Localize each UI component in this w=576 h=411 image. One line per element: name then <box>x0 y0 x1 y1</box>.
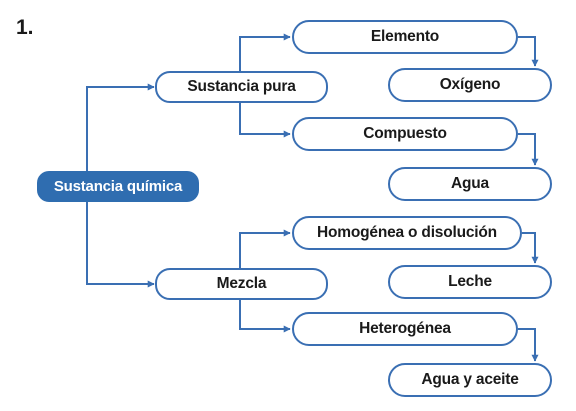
elemento-to-oxigeno-arrow <box>518 36 539 67</box>
homogenea-node: Homogénea o disolución <box>292 216 522 250</box>
agua-y-aceite-node: Agua y aceite <box>388 363 552 397</box>
mezcla-to-heterogenea-arrow <box>239 300 291 333</box>
leche-node: Leche <box>388 265 552 299</box>
mezcla-to-homogenea-arrow <box>239 229 291 268</box>
heterogenea-node: Heterogénea <box>292 312 518 346</box>
heterogenea-to-agua-aceite-arrow <box>518 328 539 362</box>
sustancia-quimica-node: Sustancia química <box>37 171 199 202</box>
oxigeno-node: Oxígeno <box>388 68 552 102</box>
compuesto-node: Compuesto <box>292 117 518 151</box>
elemento-node: Elemento <box>292 20 518 54</box>
exercise-number: 1. <box>16 16 34 39</box>
sustancia-pura-to-compuesto-arrow <box>239 103 291 138</box>
sustancia-pura-to-elemento-arrow <box>239 33 291 71</box>
agua-node: Agua <box>388 167 552 201</box>
root-to-mezcla-arrow <box>86 202 155 288</box>
root-to-sustancia-pura-arrow <box>86 83 155 171</box>
sustancia-pura-node: Sustancia pura <box>155 71 328 103</box>
compuesto-to-agua-arrow <box>518 133 539 166</box>
mezcla-node: Mezcla <box>155 268 328 300</box>
homogenea-to-leche-arrow <box>522 232 539 264</box>
